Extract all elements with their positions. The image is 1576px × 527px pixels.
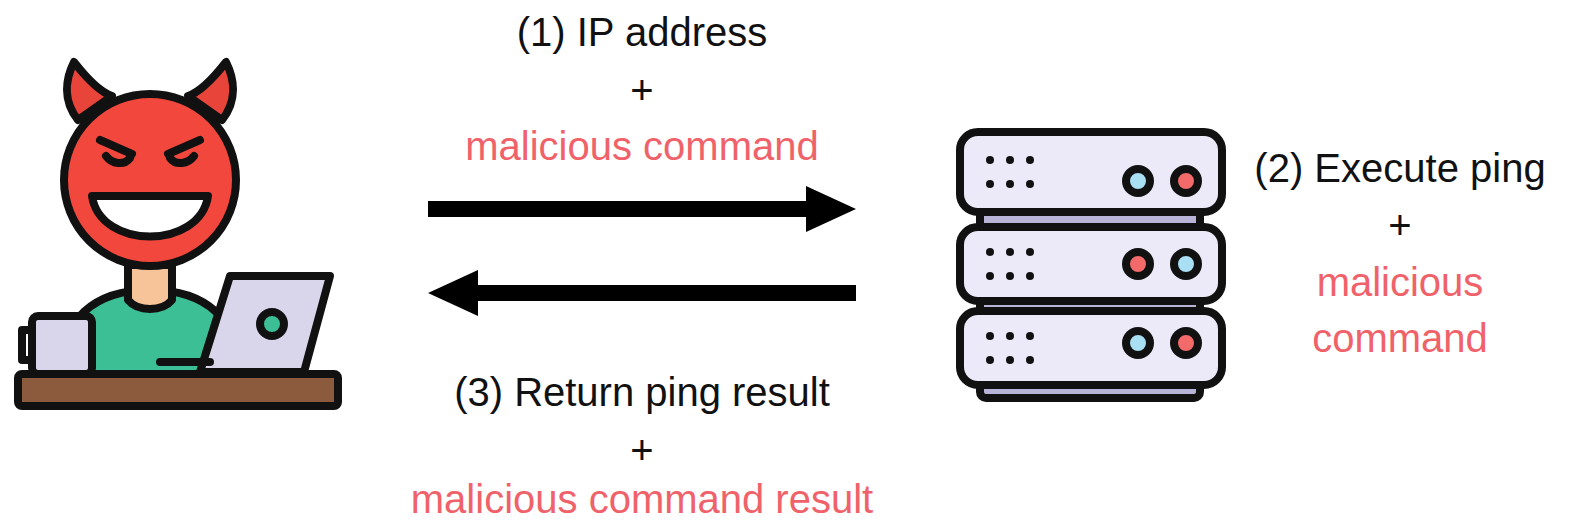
step-label: (3) Return ping result [454,364,830,420]
plus-sign: + [630,62,653,118]
plus-sign: + [1388,197,1411,253]
server-icon [960,132,1222,398]
response-arrow [428,270,856,316]
step-label: (2) Execute ping [1254,140,1545,196]
attack-label: malicious command [1285,254,1515,366]
step-label: (1) IP address [517,4,768,60]
attack-label: malicious command [465,118,818,174]
attacker-icon [18,62,338,406]
plus-sign: + [630,422,653,478]
attack-label: malicious command result [411,471,873,527]
request-arrow [428,186,856,232]
